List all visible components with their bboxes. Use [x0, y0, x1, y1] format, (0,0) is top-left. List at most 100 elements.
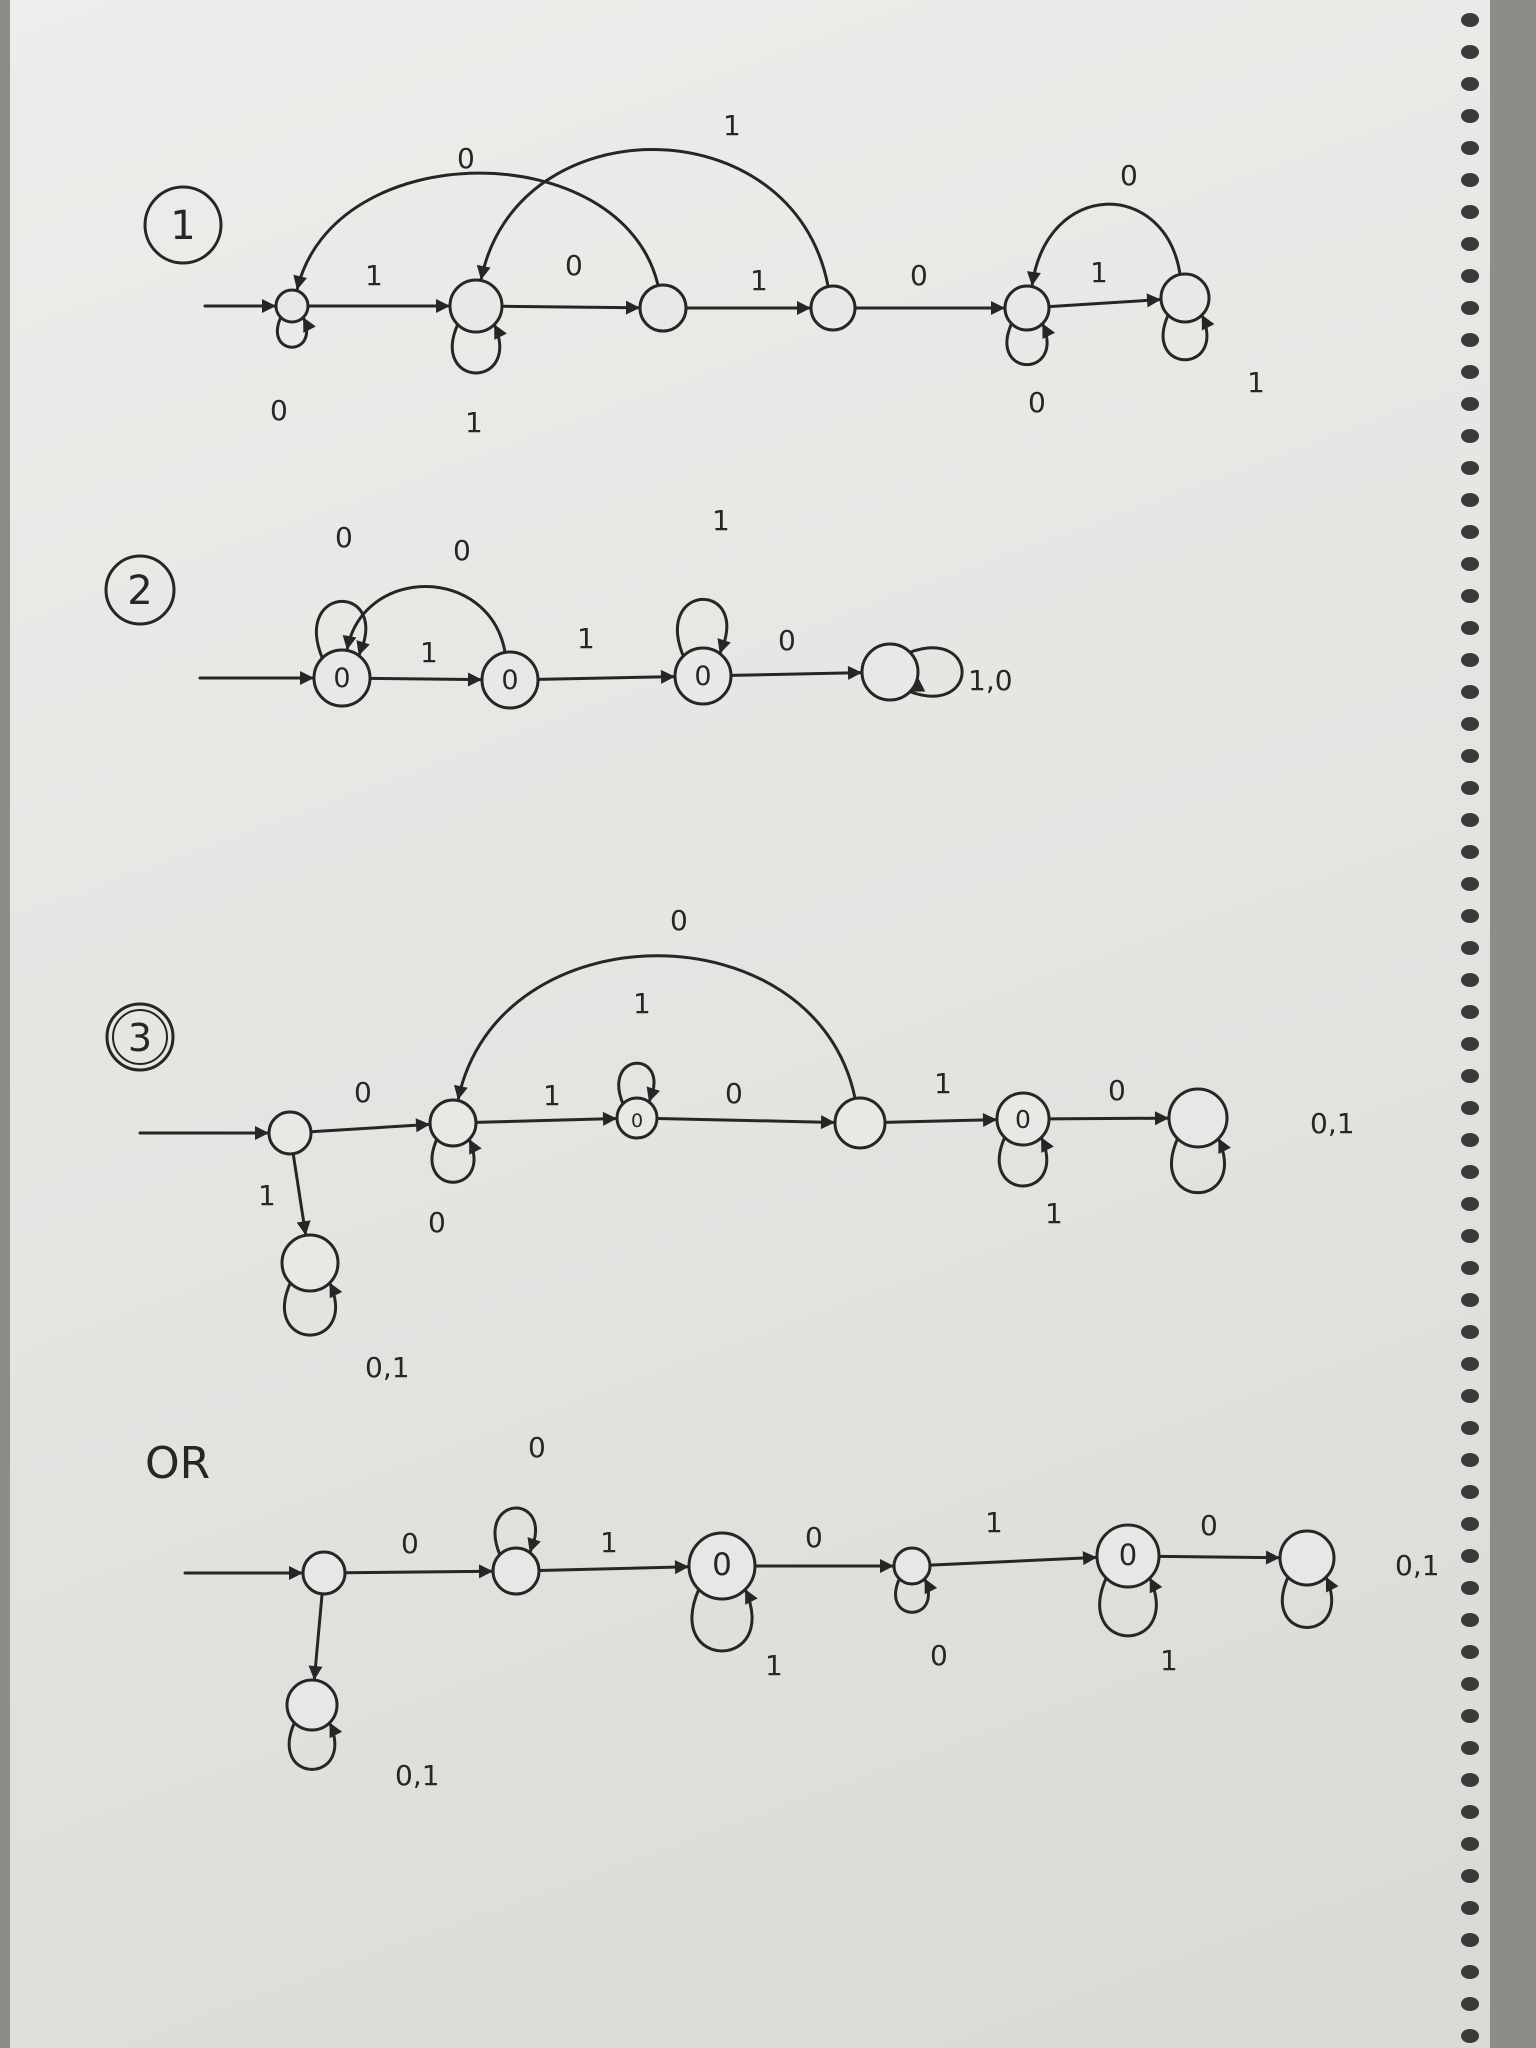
binding-ring: [1461, 461, 1479, 475]
binding-ring: [1461, 1997, 1479, 2011]
binding-ring: [1461, 1485, 1479, 1499]
transition-f-f-head: [1201, 314, 1215, 331]
binding-ring: [1461, 1357, 1479, 1371]
binding-ring: [1461, 397, 1479, 411]
state-f: [1167, 1087, 1229, 1149]
number-circle-2: [104, 554, 176, 626]
transition-a-b-label: 1: [420, 636, 438, 669]
binding-ring: [1461, 1389, 1479, 1403]
transition-g-g-head: [329, 1282, 343, 1299]
transition-d-e-label: 1: [934, 1067, 952, 1100]
state-g: [280, 1233, 340, 1293]
binding-ring: [1461, 1805, 1479, 1819]
binding-ring: [1461, 1709, 1479, 1723]
transition-d-d-head: [924, 1578, 938, 1595]
transition-b-c-line: [536, 675, 677, 681]
binding-ring: [1461, 1101, 1479, 1115]
transition-b-b-loop: [450, 322, 502, 375]
start-arrow-head: [255, 1126, 269, 1140]
transition-b-b-head: [527, 1537, 541, 1553]
transition-b-c-line: [474, 1117, 619, 1124]
transition-g-g-loop: [287, 1721, 337, 1771]
transition-a-b-line: [309, 1122, 432, 1134]
transition-a-g-head: [308, 1665, 323, 1681]
binding-ring: [1461, 557, 1479, 571]
binding-ring: [1461, 1293, 1479, 1307]
transition-a-b-label: 0: [401, 1527, 419, 1560]
transition-b-c-label: 0: [565, 249, 583, 282]
binding-ring: [1461, 1965, 1479, 1979]
state-c-mark: 0: [712, 1547, 732, 1583]
transition-e-f-label: 1: [1090, 256, 1108, 289]
binding-ring: [1461, 1741, 1479, 1755]
transition-e-e-label: 1: [1160, 1644, 1178, 1677]
transition-d-e-head: [1082, 1551, 1098, 1566]
binding-ring: [1461, 1645, 1479, 1659]
transition-d-e-line: [883, 1118, 999, 1124]
binding-ring: [1461, 1517, 1479, 1531]
binding-ring: [1461, 141, 1479, 155]
transition-g-g-label: 0,1: [395, 1759, 440, 1792]
binding-ring: [1461, 525, 1479, 539]
binding-ring: [1461, 1229, 1479, 1243]
transition-b-b-head: [469, 1139, 482, 1155]
binding-ring: [1461, 1613, 1479, 1627]
transition-e-f-head: [1146, 293, 1162, 308]
state-c: [615, 1096, 659, 1140]
transition-f-f-loop: [1280, 1575, 1334, 1630]
transition-a-b-head: [467, 672, 483, 687]
binding-ring: [1461, 1005, 1479, 1019]
binding-ring: [1461, 1037, 1479, 1051]
state-d: [860, 642, 920, 702]
transition-d-e-head: [982, 1112, 998, 1127]
binding-ring: [1461, 301, 1479, 315]
binding-ring: [1461, 109, 1479, 123]
start-arrow-head: [262, 299, 276, 313]
binding-ring: [1461, 781, 1479, 795]
transition-e-e-label: 1: [1045, 1197, 1063, 1230]
state-c: [638, 283, 688, 333]
binding-ring: [1461, 237, 1479, 251]
transition-b-a-arc: [345, 585, 507, 654]
transition-b-c-label: 1: [543, 1079, 561, 1112]
binding-ring: [1461, 877, 1479, 891]
binding-ring: [1461, 621, 1479, 635]
transition-c-d-line: [729, 671, 864, 677]
transition-a-b-head: [478, 1564, 494, 1579]
binding-ring: [1461, 493, 1479, 507]
transition-a-b-label: 1: [365, 259, 383, 292]
binding-ring: [1461, 749, 1479, 763]
diagram-number-1: 1: [170, 203, 195, 249]
transition-b-b-loop: [493, 1506, 537, 1557]
transition-d-b-head: [453, 1084, 468, 1100]
binding-ring: [1461, 1933, 1479, 1947]
transition-a-a-loop: [315, 599, 368, 660]
transition-a-a-head: [356, 640, 370, 656]
transition-c-c-loop: [690, 1587, 754, 1653]
transition-c-a-head: [293, 274, 307, 290]
state-a: [301, 1550, 347, 1596]
state-a: [312, 648, 372, 708]
transition-c-c-head: [717, 638, 731, 654]
transition-f-f-loop: [1161, 313, 1209, 362]
diagram-numbers: 1 2 3 OR: [104, 185, 223, 1489]
transition-e-e-head: [1149, 1577, 1163, 1594]
number-circle-1: [143, 185, 223, 265]
transition-b-c-line: [500, 304, 642, 310]
transition-c-d-head: [820, 1115, 836, 1130]
transition-e-e-label: 0: [1028, 386, 1046, 419]
transition-e-f-head: [1265, 1550, 1281, 1565]
binding-ring: [1461, 45, 1479, 59]
binding-ring: [1461, 909, 1479, 923]
binding-ring: [1461, 77, 1479, 91]
binding-ring: [1461, 1325, 1479, 1339]
transition-e-f-line: [1157, 1554, 1282, 1560]
transition-c-d-label: 0: [805, 1521, 823, 1554]
transition-e-f-label: 0: [1108, 1074, 1126, 1107]
transition-d-b-arc: [479, 148, 830, 288]
transition-g-g-label: 0,1: [365, 1351, 410, 1384]
start-arrow-head: [289, 1566, 303, 1580]
binding-ring: [1461, 1197, 1479, 1211]
